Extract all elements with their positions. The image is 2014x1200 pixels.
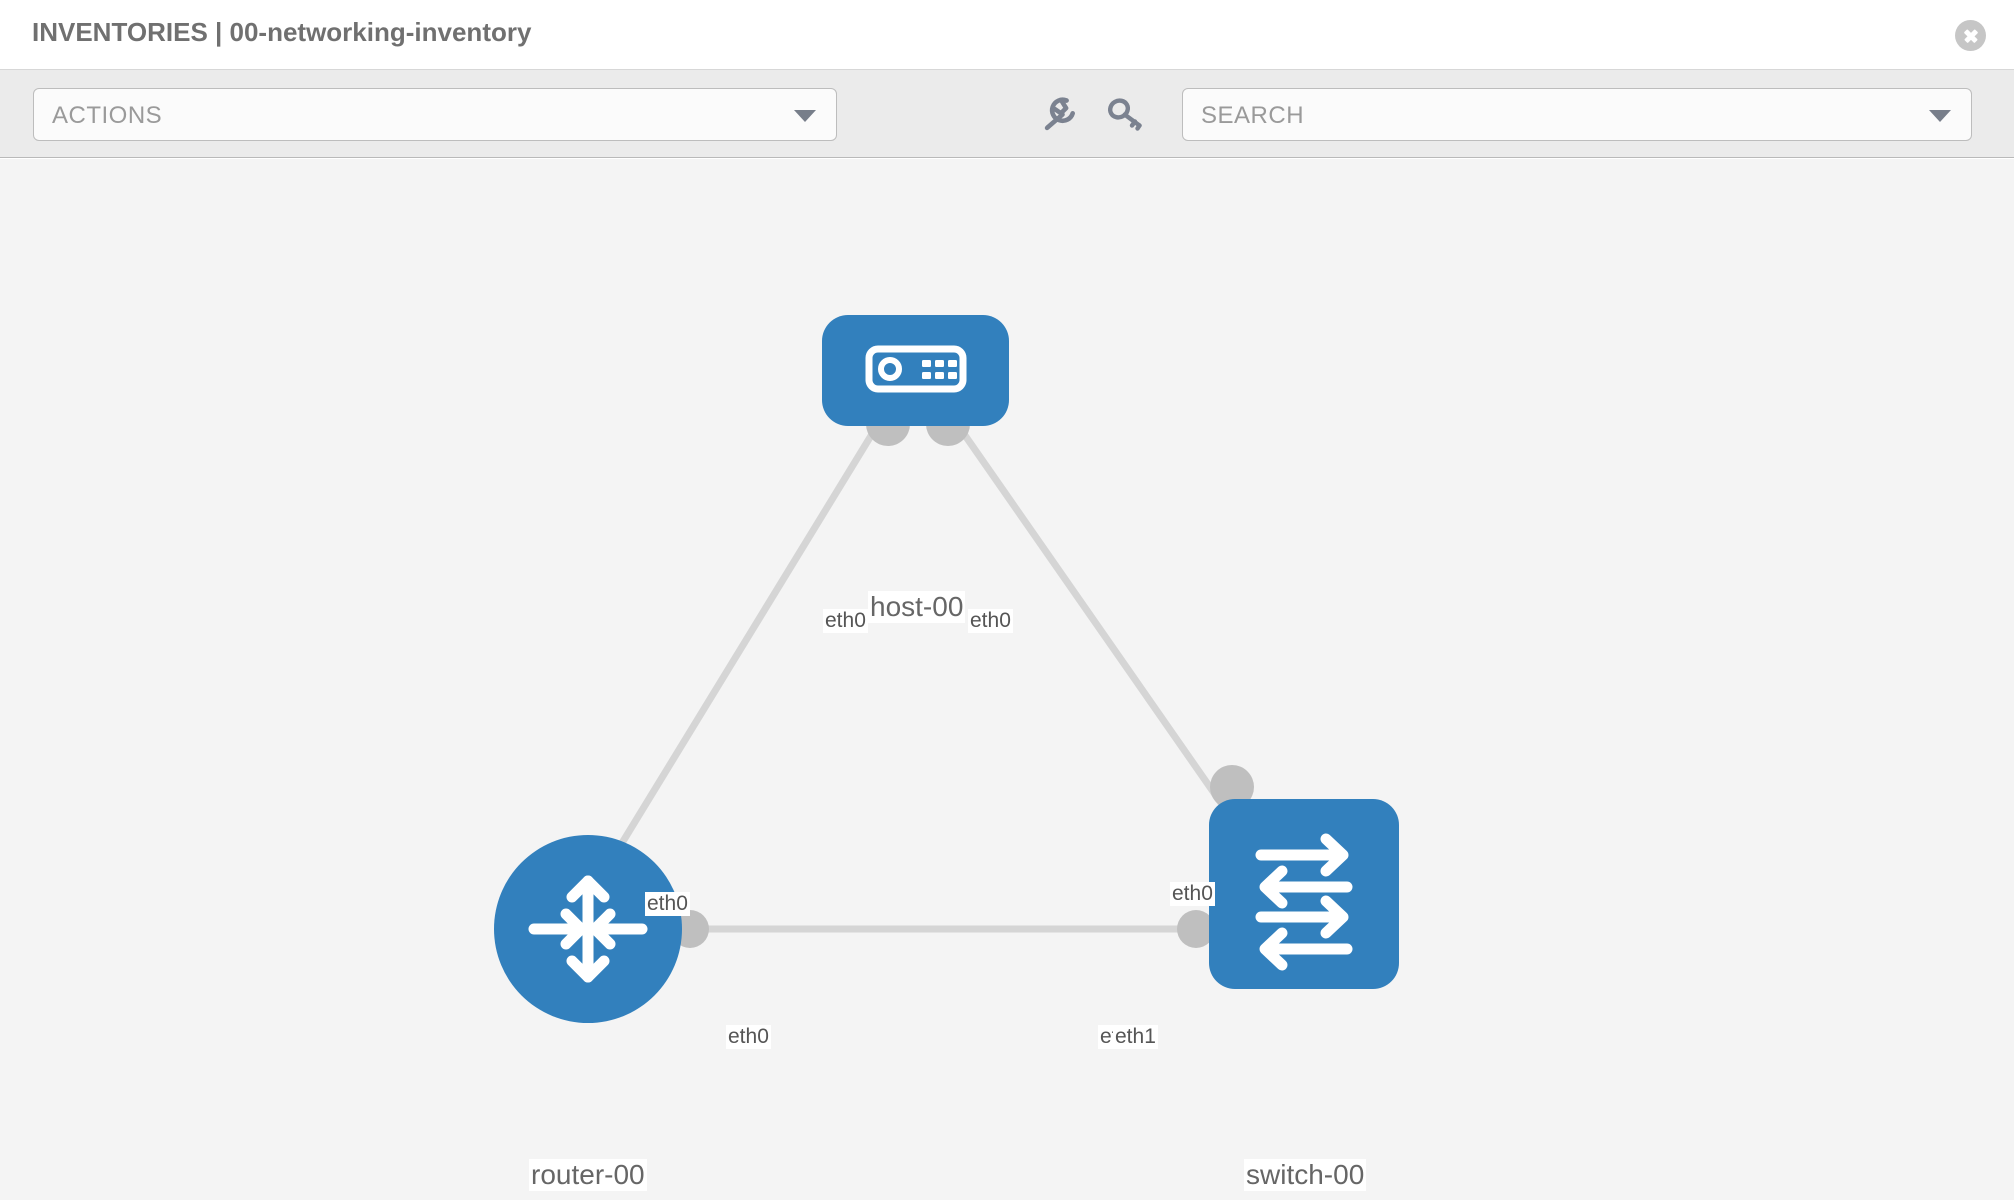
close-icon[interactable] bbox=[1955, 20, 1986, 51]
node-label-router: router-00 bbox=[529, 1159, 647, 1191]
topology-canvas[interactable]: host-00 router-00 switch-00 eth0 eth0 et… bbox=[0, 159, 2014, 1200]
link-host-router bbox=[597, 419, 883, 881]
key-icon[interactable] bbox=[1104, 92, 1148, 136]
search-input[interactable]: SEARCH bbox=[1182, 88, 1972, 141]
link-host-switch bbox=[952, 418, 1263, 862]
router-arrows-icon bbox=[528, 875, 648, 983]
actions-dropdown-label: ACTIONS bbox=[52, 102, 163, 129]
edge-label-router-side: eth0 bbox=[726, 1025, 771, 1049]
switch-arrows-icon bbox=[1255, 833, 1353, 971]
node-switch-00[interactable] bbox=[1209, 799, 1399, 989]
wrench-icon[interactable] bbox=[1037, 92, 1081, 136]
edge-label-host-right: eth0 bbox=[968, 609, 1013, 633]
edge-label-switch-side: eth1 bbox=[1113, 1025, 1158, 1049]
edge-label-switch-up: eth0 bbox=[1170, 882, 1215, 906]
chevron-down-icon bbox=[1929, 109, 1951, 122]
port-switch-left bbox=[1177, 910, 1215, 948]
node-label-host: host-00 bbox=[868, 591, 966, 623]
topology-links bbox=[597, 418, 1263, 933]
search-placeholder: SEARCH bbox=[1201, 102, 1305, 129]
actions-dropdown[interactable]: ACTIONS bbox=[33, 88, 837, 141]
page-header: INVENTORIES | 00-networking-inventory bbox=[0, 0, 2014, 70]
node-router-00[interactable] bbox=[494, 835, 682, 1023]
node-host-00[interactable] bbox=[822, 315, 1009, 426]
page-title: INVENTORIES | 00-networking-inventory bbox=[32, 17, 532, 47]
topology-ports bbox=[671, 402, 1254, 948]
edge-label-host-left: eth0 bbox=[823, 609, 868, 633]
chevron-down-icon bbox=[794, 109, 816, 122]
toolbar: ACTIONS bbox=[0, 70, 2014, 158]
node-label-switch: switch-00 bbox=[1244, 1159, 1367, 1191]
server-icon bbox=[865, 345, 967, 393]
port-switch-top bbox=[1210, 765, 1254, 809]
edge-label-router-up: eth0 bbox=[645, 892, 690, 916]
